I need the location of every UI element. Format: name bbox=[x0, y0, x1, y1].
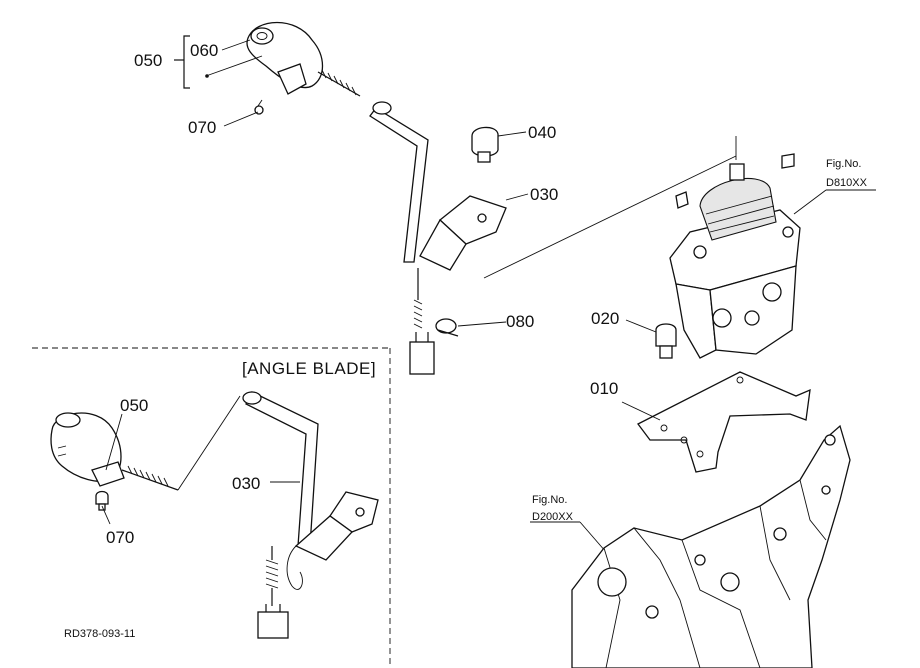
leader-fig-d200 bbox=[530, 521, 607, 553]
callout-010: 010 bbox=[590, 379, 618, 398]
transmission-housing bbox=[571, 424, 851, 668]
leader-fig-d810 bbox=[793, 189, 876, 215]
control-lever-assembly-angle-blade bbox=[50, 391, 379, 639]
fig-ref-d200-line2: D200XX bbox=[532, 511, 574, 523]
leader-lines-bottom bbox=[101, 413, 300, 525]
lever-rod-030-bottom bbox=[242, 391, 319, 547]
bracket-plate-top bbox=[419, 195, 507, 271]
threaded-rod-top bbox=[317, 69, 361, 97]
lever-rod-030-top bbox=[369, 101, 429, 263]
clip-080 bbox=[435, 318, 459, 337]
callout-080: 080 bbox=[506, 312, 534, 331]
spring-plug-top bbox=[409, 268, 435, 375]
drawing-code: RD378-093-11 bbox=[64, 628, 135, 640]
threaded-rod-bottom bbox=[121, 395, 241, 491]
lever-knob-060 bbox=[246, 21, 324, 95]
callout-030-top: 030 bbox=[530, 185, 558, 204]
callout-020: 020 bbox=[591, 309, 619, 328]
bolt-020 bbox=[625, 319, 677, 359]
mounting-plate-010 bbox=[621, 371, 811, 473]
angle-blade-frame bbox=[32, 347, 391, 668]
spring-plug-bottom bbox=[257, 545, 303, 639]
lever-knob-bottom bbox=[50, 412, 125, 487]
callout-070-top: 070 bbox=[188, 118, 216, 137]
screw-070-bottom bbox=[95, 490, 109, 511]
screw-070-top bbox=[254, 99, 264, 115]
fig-ref-d810-line1: Fig.No. bbox=[826, 158, 861, 170]
bracket-plate-bottom bbox=[294, 491, 379, 561]
knob-040 bbox=[471, 126, 499, 163]
assembly-reference-line bbox=[483, 155, 737, 279]
callout-050-top: 050 bbox=[134, 51, 162, 70]
control-valve-block bbox=[669, 153, 801, 359]
leader-lines-top bbox=[205, 39, 529, 327]
control-lever-assembly-top bbox=[246, 21, 507, 375]
callout-060: 060 bbox=[190, 41, 218, 60]
section-title-angle-blade: [ANGLE BLADE] bbox=[242, 359, 376, 378]
fig-ref-d200-line1: Fig.No. bbox=[532, 494, 567, 506]
callout-050-bottom: 050 bbox=[120, 396, 148, 415]
callout-040: 040 bbox=[528, 123, 556, 142]
callout-070-bottom: 070 bbox=[106, 528, 134, 547]
callout-030-bottom: 030 bbox=[232, 474, 260, 493]
fig-ref-d810-line2: D810XX bbox=[826, 177, 868, 189]
